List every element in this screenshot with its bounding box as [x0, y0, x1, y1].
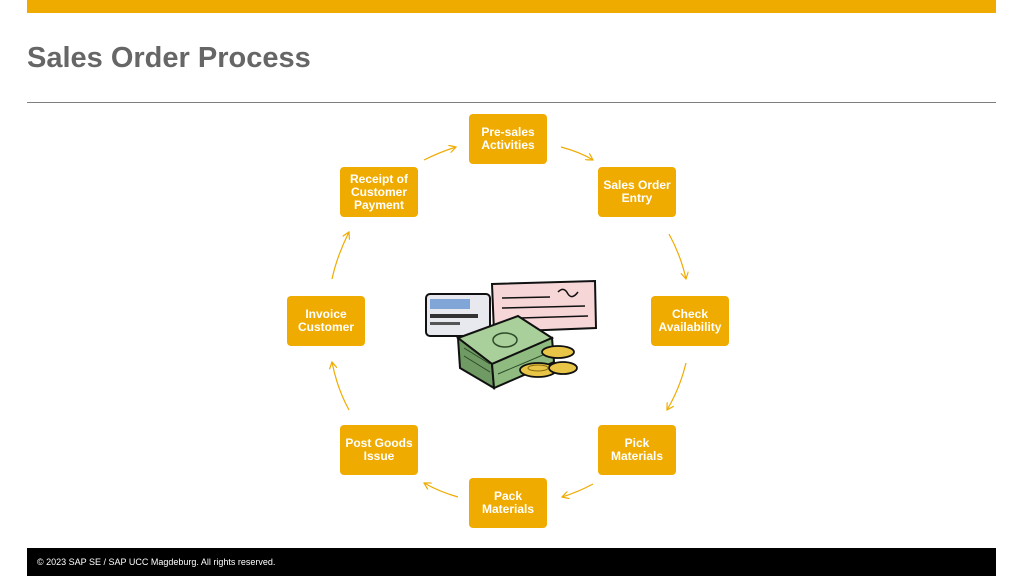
- money-clipart-icon: [425, 279, 598, 390]
- step-presales-activities[interactable]: Pre-sales Activities: [469, 114, 547, 164]
- credit-card-icon: [425, 293, 491, 337]
- step-invoice-customer[interactable]: Invoice Customer: [287, 296, 365, 346]
- top-accent-bar: [27, 0, 996, 13]
- step-check-availability[interactable]: Check Availability: [651, 296, 729, 346]
- arrow-presales-to-entry: [560, 146, 593, 160]
- arrow-postgoods-to-invoice: [332, 362, 350, 411]
- footer-bar: © 2023 SAP SE / SAP UCC Magdeburg. All r…: [27, 548, 996, 576]
- arrow-pack-to-postgoods: [424, 483, 459, 498]
- arrow-check-to-pick: [667, 362, 687, 410]
- cash-stack-icon: [455, 314, 556, 390]
- step-sales-order-entry[interactable]: Sales Order Entry: [598, 167, 676, 217]
- arrow-pick-to-pack: [562, 483, 594, 497]
- step-post-goods-issue[interactable]: Post Goods Issue: [340, 425, 418, 475]
- step-pack-materials[interactable]: Pack Materials: [469, 478, 547, 528]
- copyright-text: © 2023 SAP SE / SAP UCC Magdeburg. All r…: [37, 557, 276, 567]
- coins-icon: [519, 345, 578, 378]
- arrow-invoice-to-receipt: [331, 232, 349, 280]
- arrow-receipt-to-presales: [423, 147, 456, 161]
- arrow-entry-to-check: [668, 233, 686, 279]
- step-pick-materials[interactable]: Pick Materials: [598, 425, 676, 475]
- page-title: Sales Order Process: [27, 42, 311, 74]
- step-receipt-customer-payment[interactable]: Receipt of Customer Payment: [340, 167, 418, 217]
- title-divider: [27, 102, 996, 103]
